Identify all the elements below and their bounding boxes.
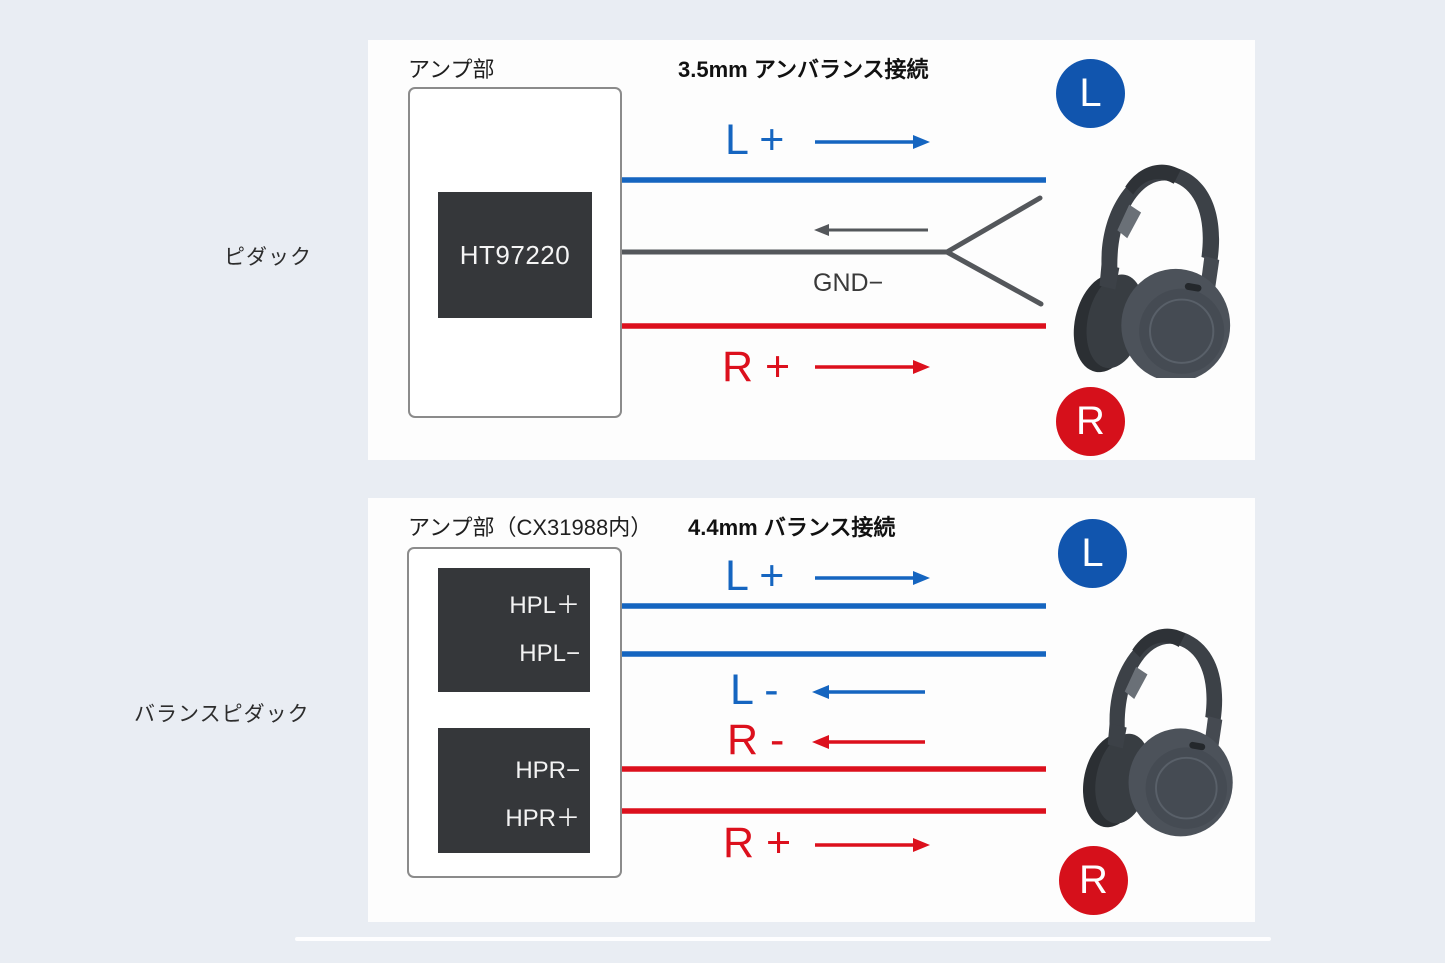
l-plus-signal-label: L + [725,116,785,164]
headphones-illustration [1083,628,1233,837]
chip-left-channel: HPL＋ HPL− [438,568,590,692]
amp-box: HT97220 [408,87,622,418]
gnd-direction-arrow [814,224,928,236]
side-label-balanced-dac: バランスピダック [134,703,310,726]
right-channel-badge: R [1056,387,1125,456]
unbalanced-title: 3.5mm アンバランス接続 [678,57,929,82]
left-channel-badge: L [1056,59,1125,128]
l-minus-direction-arrow [812,685,925,699]
l-plus-direction-arrow [815,135,930,149]
amp-box-balanced: HPL＋ HPL− HPR− HPR＋ [407,547,622,878]
unbalanced-connection-panel: アンプ部 3.5mm アンバランス接続 HT [368,40,1255,460]
chip-ht97220: HT97220 [438,192,592,318]
r-plus-signal-label: R + [723,819,792,867]
r-plus-signal-label: R + [722,343,791,391]
pin-hpl-plus: HPL＋ [509,592,580,619]
balanced-title: 4.4mm バランス接続 [688,515,896,540]
r-plus-direction-arrow [815,838,930,852]
r-minus-direction-arrow [812,735,925,749]
side-label-dac: ピダック [224,246,312,269]
r-minus-signal-label: R - [727,716,785,764]
amp-section-label: アンプ部 [408,57,495,82]
bottom-divider [295,937,1271,941]
pin-hpl-minus: HPL− [519,640,580,667]
pin-hpr-minus: HPR− [515,757,580,784]
chip-right-channel: HPR− HPR＋ [438,728,590,853]
right-channel-badge: R [1059,846,1128,915]
pin-hpr-plus: HPR＋ [505,805,580,832]
balanced-connection-panel: アンプ部（CX31988内） 4.4mm バランス接続 [368,498,1255,922]
left-channel-badge: L [1058,519,1127,588]
l-plus-signal-label: L + [725,552,785,600]
headphones-illustration [1073,164,1231,378]
r-plus-direction-arrow [815,360,930,374]
l-plus-direction-arrow [815,571,930,585]
amp-section-label-balanced: アンプ部（CX31988内） [408,515,653,540]
l-minus-signal-label: L - [730,666,779,714]
gnd-signal-label: GND− [813,269,884,297]
